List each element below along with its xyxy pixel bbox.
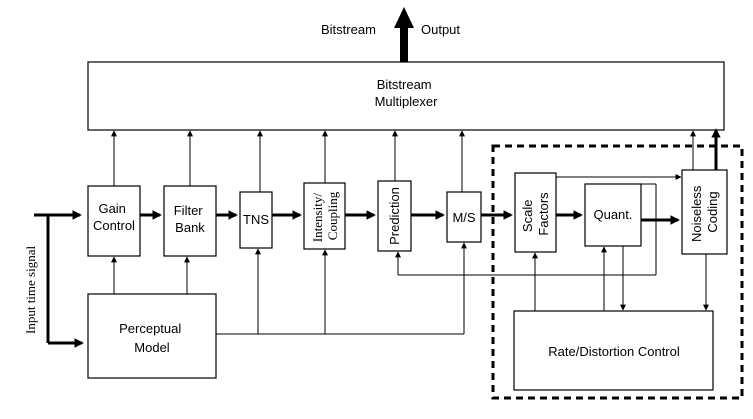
- quant-block: [584, 183, 642, 247]
- noiseless-coding-label: Noiseless Coding: [689, 182, 720, 242]
- input-signal-lines: [34, 210, 84, 348]
- prediction-block: [377, 180, 412, 252]
- bitstream-multiplexer-block: [87, 61, 725, 131]
- multiplexer-label: Bitstream Multiplexer: [375, 77, 439, 109]
- encoder-core-dashed-region: [491, 144, 744, 400]
- gain-control-block: [87, 185, 141, 257]
- output-arrow: [394, 7, 414, 62]
- tns-label: TNS: [243, 212, 269, 227]
- filter-bank-block: [163, 185, 217, 257]
- main-signal-path: [140, 128, 721, 225]
- rate-distortion-control-label: Rate/Distortion Control: [548, 344, 680, 359]
- prediction-label: Prediction: [387, 187, 402, 245]
- intensity-coupling-block: [303, 182, 346, 250]
- ms-label: M/S: [452, 210, 475, 225]
- output-label: Output: [421, 22, 460, 37]
- intensity-coupling-label: Intensity/ Coupling: [310, 190, 340, 242]
- gain-control-label: Gain Control: [93, 201, 135, 233]
- prediction-feedback-loop: [395, 183, 657, 276]
- tns-block: [239, 191, 273, 249]
- rate-distortion-control-block: [513, 310, 714, 391]
- input-time-signal-label: Input time signal: [23, 246, 38, 334]
- noiseless-coding-block: [681, 169, 728, 255]
- bitstream-label: Bitstream: [321, 22, 376, 37]
- filter-bank-label: Filter Bank: [174, 203, 207, 235]
- side-info-arrows: [111, 130, 696, 192]
- perceptual-model-control-lines: [111, 242, 467, 335]
- scale-factors-block: [514, 172, 557, 253]
- quant-label: Quant.: [593, 207, 632, 222]
- perceptual-model-label: Perceptual Model: [119, 321, 185, 355]
- ms-block: [446, 191, 482, 243]
- perceptual-model-block: [87, 293, 217, 379]
- rate-distortion-connections: [532, 246, 709, 311]
- scale-factors-label: Scale Factors: [520, 192, 551, 236]
